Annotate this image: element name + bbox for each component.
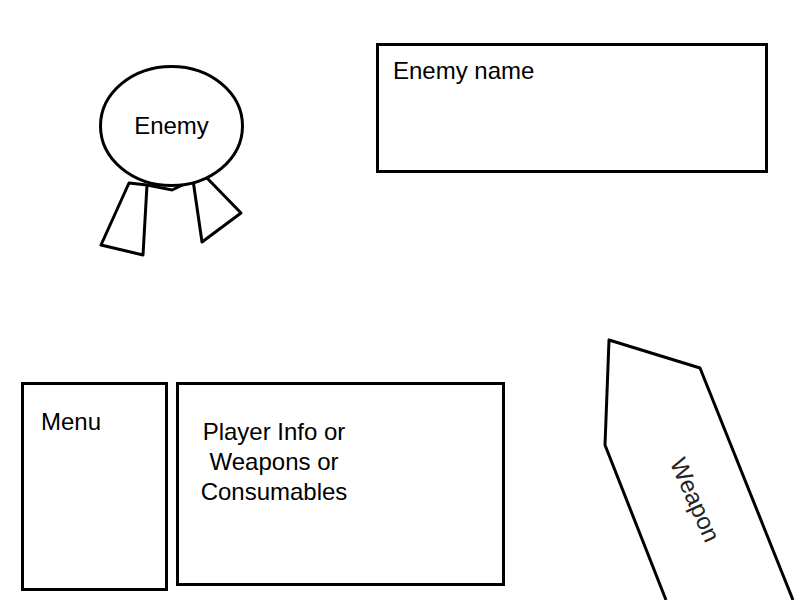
enemy-panel: Enemy name: [376, 43, 768, 173]
enemy-leg: [101, 183, 147, 255]
enemy-circle: Enemy: [99, 65, 244, 187]
node-label: Enemy: [99, 65, 244, 187]
menu-panel: Menu: [21, 382, 168, 591]
node-label: Menu: [41, 408, 101, 436]
blade-path: [605, 340, 793, 600]
info-panel: Player Info or Weapons or Consumables: [176, 382, 505, 586]
node-label: Enemy name: [393, 57, 534, 85]
weapon-blade: Weapon: [600, 335, 800, 600]
blade-outline: [600, 335, 800, 600]
node-label: Player Info or Weapons or Consumables: [189, 417, 359, 507]
enemy-leg: [193, 178, 241, 242]
node-label: Weapon: [658, 439, 732, 560]
